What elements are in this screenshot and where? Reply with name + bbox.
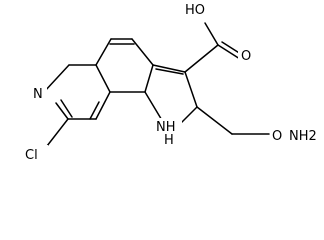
bond [55,102,69,120]
bond [196,106,233,135]
ether-oxygen-label: O [272,129,282,144]
indole-hydrogen-label: H [164,133,174,148]
bond [184,44,219,73]
bond [95,38,112,66]
ring-nitrogen-label: N [33,87,43,102]
bond [155,68,184,75]
bond [204,22,219,46]
bond [217,44,241,60]
indole-nh-label: NH [156,120,176,135]
hydroxyl-label: HO [185,3,205,18]
bond [89,101,100,120]
bond-lines [43,22,291,147]
bond [144,64,154,93]
chemical-structure: HO O N NH H Cl O NH2 [23,0,324,163]
bond [144,91,164,123]
amine-label: NH2 [289,129,317,144]
bond [184,71,198,108]
atom-labels: HO O N NH H Cl O NH2 [23,0,324,163]
bond [152,64,186,73]
carbonyl-oxygen-label: O [241,49,251,64]
bond [95,91,111,120]
bond [95,64,111,93]
bond [131,38,154,66]
bond [46,118,69,147]
bond [60,99,73,118]
chlorine-label: Cl [25,148,38,163]
bond [43,64,70,93]
